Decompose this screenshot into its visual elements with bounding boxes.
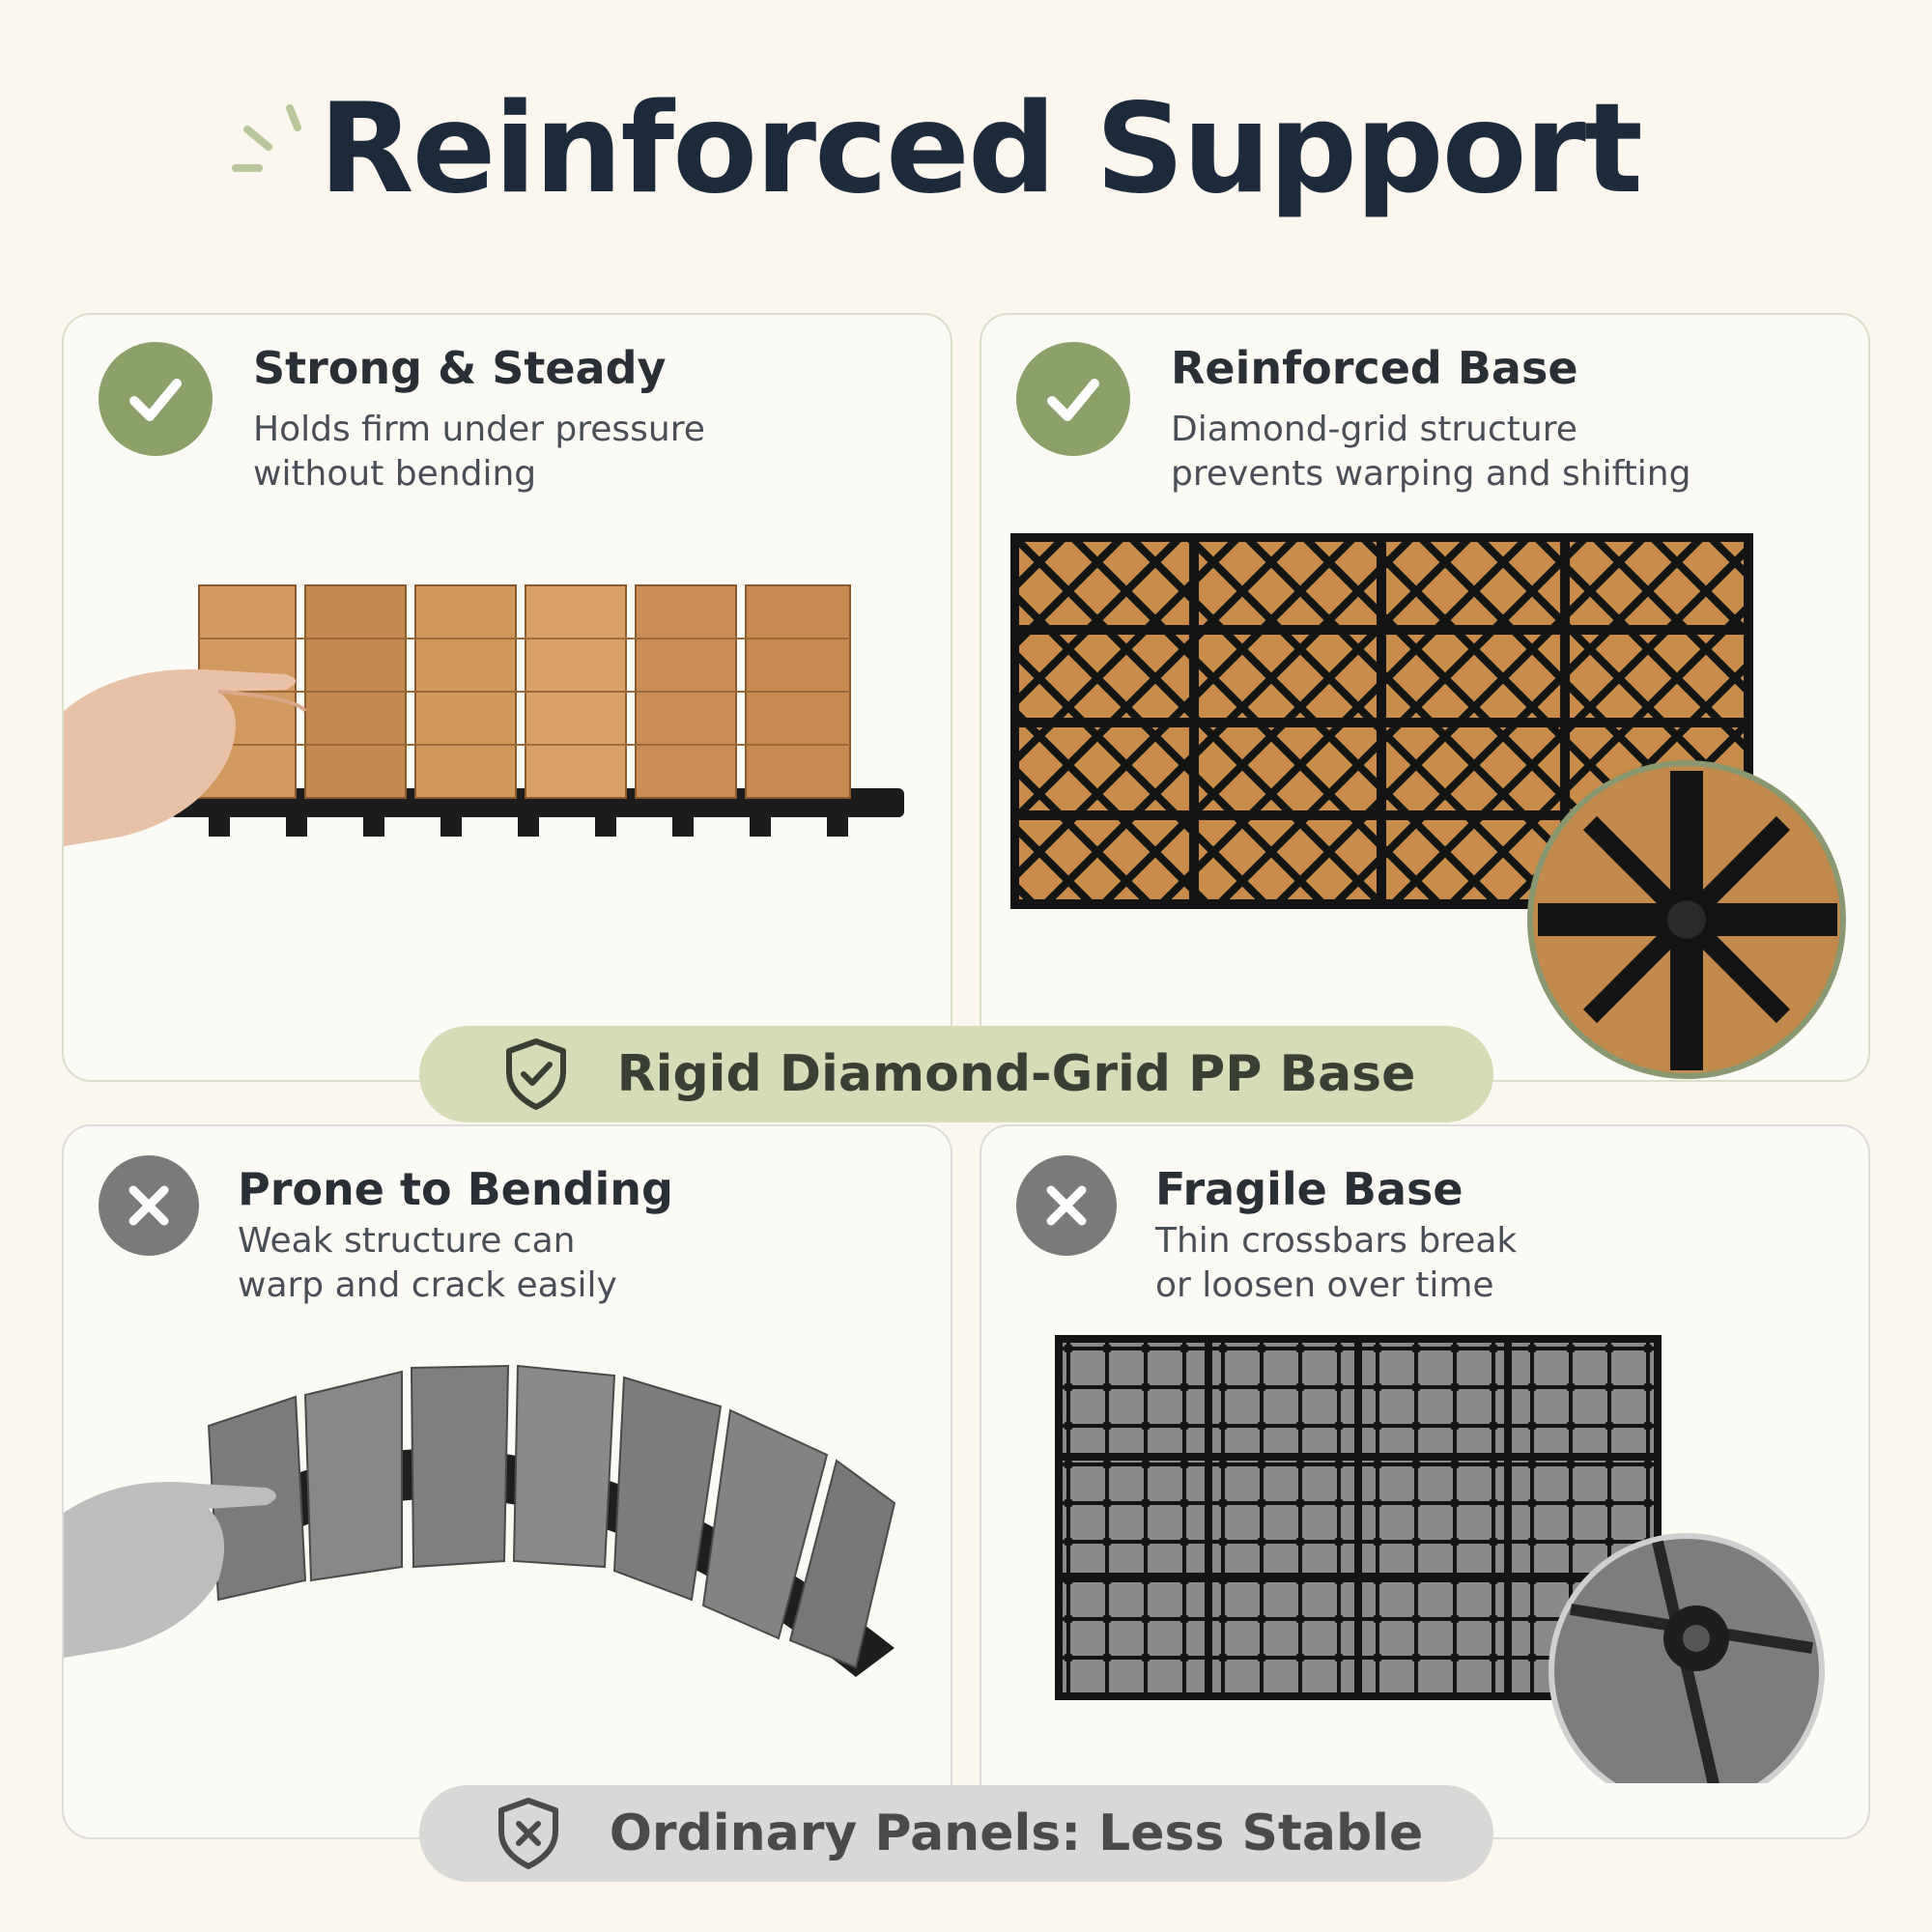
x-badge [99,1155,199,1256]
diamond-grid-base-illustration [1010,533,1846,1079]
card-reinforced-base: Reinforced Base Diamond-grid structure p… [980,313,1870,1082]
card-description: Weak structure can warp and crack easily [238,1219,856,1308]
card-description-line: Holds firm under pressure [253,410,705,449]
card-description-line: Diamond-grid structure [1171,410,1577,449]
check-badge [99,342,213,456]
banner-label: Rigid Diamond-Grid PP Base [616,1045,1416,1103]
card-prone-to-bending: Prone to Bending Weak structure can warp… [62,1124,952,1839]
shield-x-icon [497,1798,558,1869]
card-description-line: or loosen over time [1155,1265,1494,1305]
card-title: Reinforced Base [1171,342,1578,394]
check-icon [129,379,182,421]
card-fragile-base: Fragile Base Thin crossbars break or loo… [980,1124,1870,1839]
header: Reinforced Support [0,58,1932,251]
wood-tile-flat-illustration [64,584,904,846]
card-title: Prone to Bending [238,1163,673,1215]
banner-label: Ordinary Panels: Less Stable [609,1804,1424,1862]
card-description: Holds firm under pressure without bendin… [253,408,871,497]
card-description-line: Weak structure can [238,1221,576,1261]
check-icon [1047,379,1099,421]
page-title: Reinforced Support [319,77,1643,221]
x-icon [128,1185,169,1226]
card-description: Thin crossbars break or loosen over time [1155,1219,1774,1308]
card-strong-steady: Strong & Steady Holds firm under pressur… [62,313,952,1082]
shield-check-icon [505,1038,566,1110]
sparkle-icon [232,104,301,172]
banner-rigid-base: Rigid Diamond-Grid PP Base [419,1026,1493,1122]
thin-grid-base-illustration [1055,1335,1825,1783]
card-title: Fragile Base [1155,1163,1463,1215]
card-title: Strong & Steady [253,342,667,394]
x-badge [1016,1155,1117,1256]
card-description: Diamond-grid structure prevents warping … [1171,408,1847,497]
card-description-line: warp and crack easily [238,1265,617,1305]
card-description-line: prevents warping and shifting [1171,454,1691,494]
card-description-line: Thin crossbars break [1155,1221,1518,1261]
check-badge [1016,342,1130,456]
x-icon [1046,1185,1087,1226]
card-description-line: without bending [253,454,537,494]
bent-tile-illustration [64,1364,896,1677]
banner-ordinary-panels: Ordinary Panels: Less Stable [419,1785,1493,1882]
